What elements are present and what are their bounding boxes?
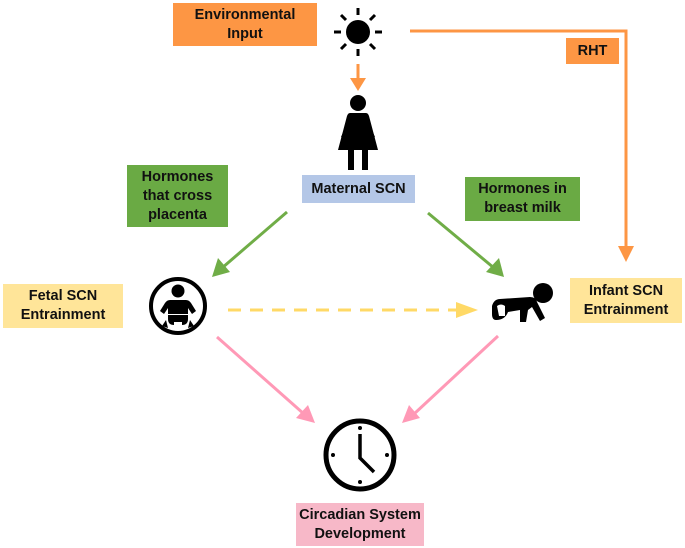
sun-icon [334, 8, 382, 56]
maternal-scn-box: Maternal SCN [302, 175, 415, 203]
edge-infant-to-clock [402, 334, 500, 423]
hormones-placenta-box: Hormones that cross placenta [127, 165, 228, 227]
rht-label-box: RHT [566, 38, 619, 64]
baby-in-circle-icon [149, 277, 207, 335]
infant-scn-entrainment-box: Infant SCN Entrainment [570, 278, 682, 323]
hormones-breast-milk-box: Hormones in breast milk [465, 177, 580, 221]
edge-sun-to-mother [350, 64, 366, 91]
edge-fetus-to-clock [216, 335, 315, 423]
environmental-input-box: Environmental Input [173, 3, 317, 46]
crawling-baby-icon [492, 283, 553, 322]
woman-icon [338, 95, 378, 170]
edge-fetus-to-infant-dashed [228, 302, 478, 318]
circadian-system-development-box: Circadian System Development [296, 503, 424, 546]
fetal-scn-entrainment-box: Fetal SCN Entrainment [3, 284, 123, 328]
edge-maternal-to-infant [427, 211, 504, 277]
clock-icon [323, 418, 397, 492]
edge-maternal-to-fetus [212, 210, 288, 277]
edge-sun-to-infant-scn-rht [410, 29, 634, 262]
